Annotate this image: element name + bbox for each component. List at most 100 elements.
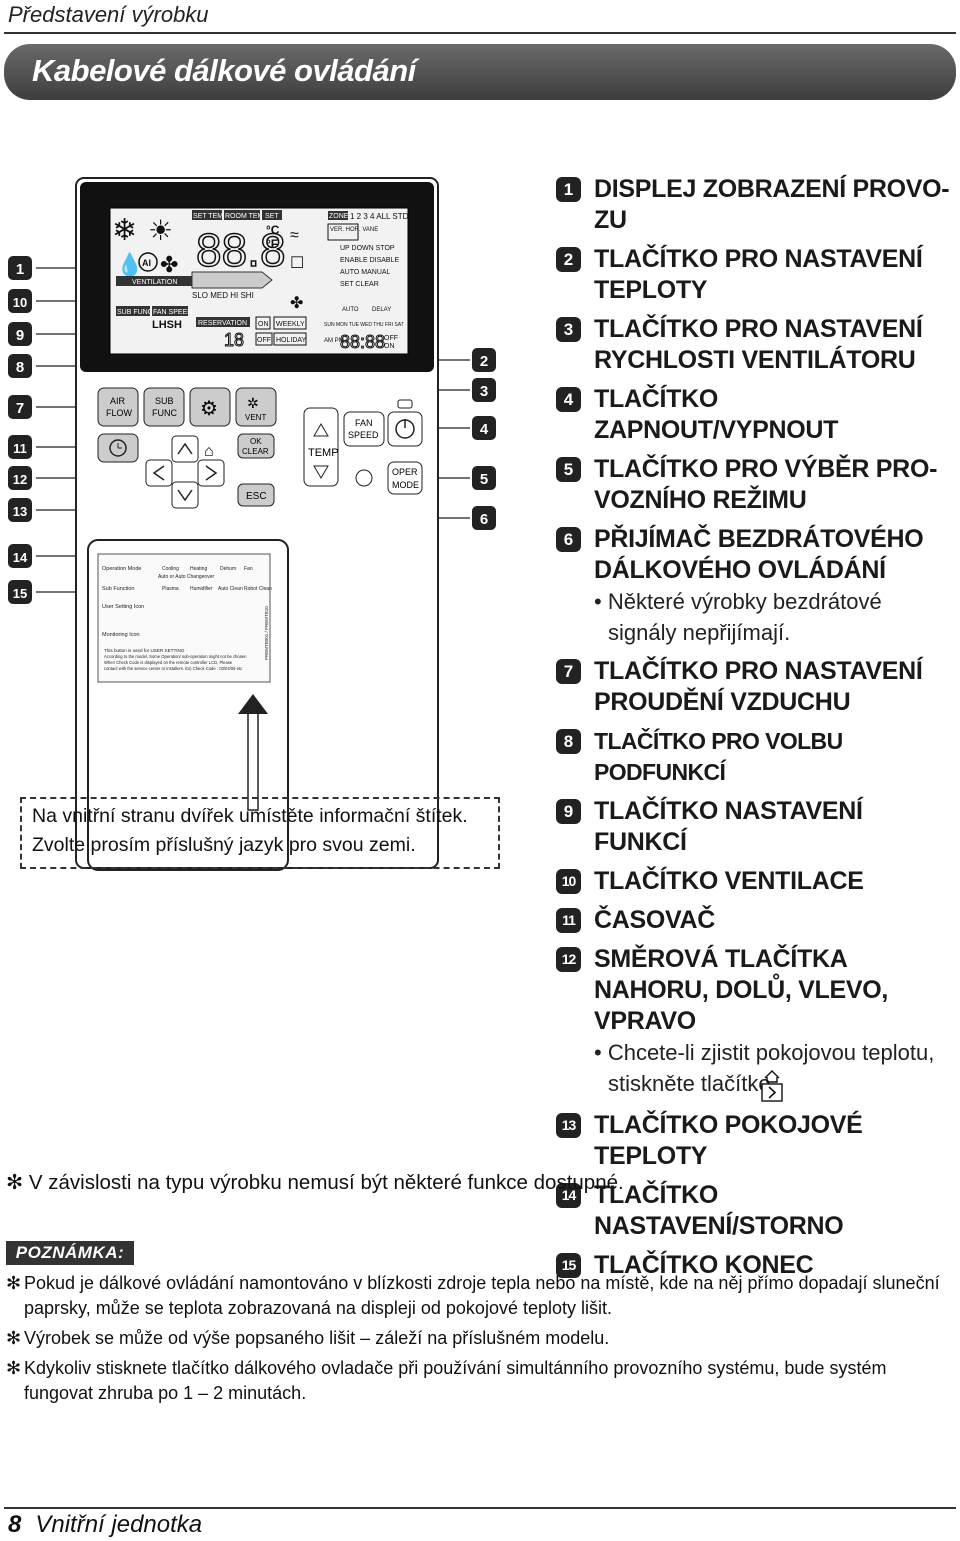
clock-icon — [109, 439, 127, 457]
home-icon: ⌂ — [204, 443, 214, 460]
svg-text:°C: °C — [266, 223, 280, 237]
callout-6: 6 — [480, 511, 488, 528]
svg-text:Monitoring Icon: Monitoring Icon — [102, 632, 140, 638]
esc-button[interactable] — [237, 483, 275, 507]
up-button[interactable] — [171, 435, 199, 463]
svg-text:VER. HOR. VANE: VER. HOR. VANE — [330, 227, 378, 233]
svg-text:AUTO MANUAL: AUTO MANUAL — [340, 269, 391, 276]
svg-text:1 2 3 4 ALL STD: 1 2 3 4 ALL STD — [350, 212, 409, 221]
oper-mode-button[interactable] — [387, 461, 423, 495]
callout-1: 1 — [16, 261, 24, 278]
item-label: TLAČÍTKO PRO NASTAVENÍ PROUDĚNÍ VZDUCHU — [594, 657, 923, 716]
svg-text:☐: ☐ — [290, 255, 304, 272]
lcd-content: ❄ ☀ 💧 AI ✤ VENTILATION SET TEMP ROOM TEM… — [112, 210, 409, 353]
svg-text:WEEKLY: WEEKLY — [276, 321, 305, 328]
ok-clear-button[interactable] — [237, 433, 275, 459]
svg-text:SET: SET — [265, 213, 279, 220]
down-button[interactable] — [171, 481, 199, 509]
svg-text:MODE: MODE — [392, 480, 419, 490]
temp-digits: 88.8 — [196, 224, 286, 276]
air-flow-button[interactable] — [97, 387, 139, 427]
svg-text:AUTO: AUTO — [342, 307, 359, 313]
svg-text:LHSH: LHSH — [152, 319, 182, 331]
svg-text:AIR: AIR — [110, 396, 126, 406]
svg-text:Operation Mode: Operation Mode — [102, 566, 141, 572]
right-button[interactable] — [197, 459, 225, 487]
svg-text:TEMP: TEMP — [308, 447, 339, 459]
asterisk-icon: ✻ — [6, 1358, 22, 1378]
item-label: ČASOVAČ — [594, 906, 716, 934]
svg-text:AM PM: AM PM — [324, 338, 344, 344]
svg-text:SLO MED HI SHI: SLO MED HI SHI — [192, 291, 254, 300]
svg-text:VENT: VENT — [245, 413, 266, 422]
header-rule — [4, 32, 956, 34]
note-badge: POZNÁMKA: — [6, 1241, 134, 1265]
callout-2: 2 — [480, 353, 488, 370]
label-instruction-box: Na vnitřní stranu dvířek umístěte inform… — [20, 797, 500, 869]
svg-text:Sub Function: Sub Function — [102, 586, 134, 592]
page-number: 8 — [8, 1511, 22, 1538]
page-footer: 8 Vnitřní jednotka — [8, 1511, 202, 1539]
item-label: PŘIJÍMAČ BEZDRÁTOVÉHO DÁLKOVÉHO OVLÁDÁNÍ — [594, 525, 924, 584]
svg-text:SUB: SUB — [155, 396, 174, 406]
svg-text:HOLIDAY: HOLIDAY — [276, 337, 307, 344]
label-instruction-line-1: Na vnitřní stranu dvířek umístěte inform… — [32, 805, 468, 827]
callout-14: 14 — [13, 550, 28, 565]
sub-func-button[interactable] — [143, 387, 185, 427]
vent-button[interactable] — [235, 387, 277, 427]
svg-text:CLEAR: CLEAR — [242, 447, 269, 456]
svg-text:OFF: OFF — [384, 335, 398, 342]
svg-text:OFF: OFF — [257, 337, 271, 344]
svg-text:ON: ON — [258, 321, 269, 328]
left-button[interactable] — [145, 459, 173, 487]
section-title: Představení výrobku — [8, 2, 209, 27]
availability-footnote: ✻ V závislosti na typu výrobku nemusí bý… — [6, 1171, 624, 1194]
svg-text:SPEED: SPEED — [348, 430, 379, 440]
fan-speed-button[interactable] — [343, 411, 385, 447]
svg-text:VENTILATION: VENTILATION — [132, 279, 177, 286]
svg-text:Fan: Fan — [244, 566, 253, 572]
svg-text:18: 18 — [224, 330, 244, 350]
note-item: ✻Kdykoliv stisknete tlačítko dálkového o… — [6, 1358, 887, 1403]
page-title: Kabelové dálkové ovládání — [32, 53, 416, 88]
svg-text:Auto or Auto Changeover: Auto or Auto Changeover — [158, 574, 214, 580]
svg-text:FAN: FAN — [355, 418, 373, 428]
svg-text:SUB FUNC.: SUB FUNC. — [117, 309, 155, 316]
power-button[interactable] — [387, 411, 423, 447]
svg-text:AI: AI — [142, 258, 151, 268]
svg-text:RESERVATION: RESERVATION — [198, 320, 247, 327]
item-label: TLAČÍTKO PRO VOLBU PODFUNKCÍ — [594, 728, 843, 785]
svg-text:Cooling: Cooling — [162, 566, 179, 572]
remote-diagram: 1 10 9 8 7 11 12 13 14 15 2 3 4 5 6 ❄ ☀ … — [8, 177, 496, 871]
callout-13: 13 — [13, 504, 27, 519]
svg-text:✤: ✤ — [290, 295, 303, 312]
note-item: ✻Pokud je dálkové ovládání namontováno v… — [6, 1273, 940, 1318]
svg-text:SUN MON TUE WED THU FRI SAT: SUN MON TUE WED THU FRI SAT — [324, 322, 404, 328]
note-item: ✻Výrobek se může od výše popsaného lišit… — [6, 1326, 950, 1351]
receiver-sensor — [355, 469, 373, 487]
item-label: DISPLEJ ZOBRAZENÍ PROVO-ZU — [594, 175, 950, 234]
svg-text:≈: ≈ — [290, 227, 299, 244]
item-label: TLAČÍTKO ZAPNOUT/VYPNOUT — [594, 385, 839, 444]
svg-text:Humidifier: Humidifier — [190, 586, 213, 592]
footer-title: Vnitřní jednotka — [35, 1511, 203, 1538]
item-label: TLAČÍTKO KONEC — [594, 1251, 814, 1280]
temp-button[interactable] — [303, 407, 339, 487]
vent-icon: ✲ — [247, 395, 259, 411]
insert-arrow — [238, 694, 268, 811]
svg-text:ZONE: ZONE — [329, 213, 349, 220]
func-set-button[interactable] — [189, 387, 231, 427]
item-label: SMĚROVÁ TLAČÍTKA NAHORU, DOLŮ, VLEVO, VP… — [594, 945, 889, 1035]
svg-text:°F: °F — [266, 237, 278, 251]
